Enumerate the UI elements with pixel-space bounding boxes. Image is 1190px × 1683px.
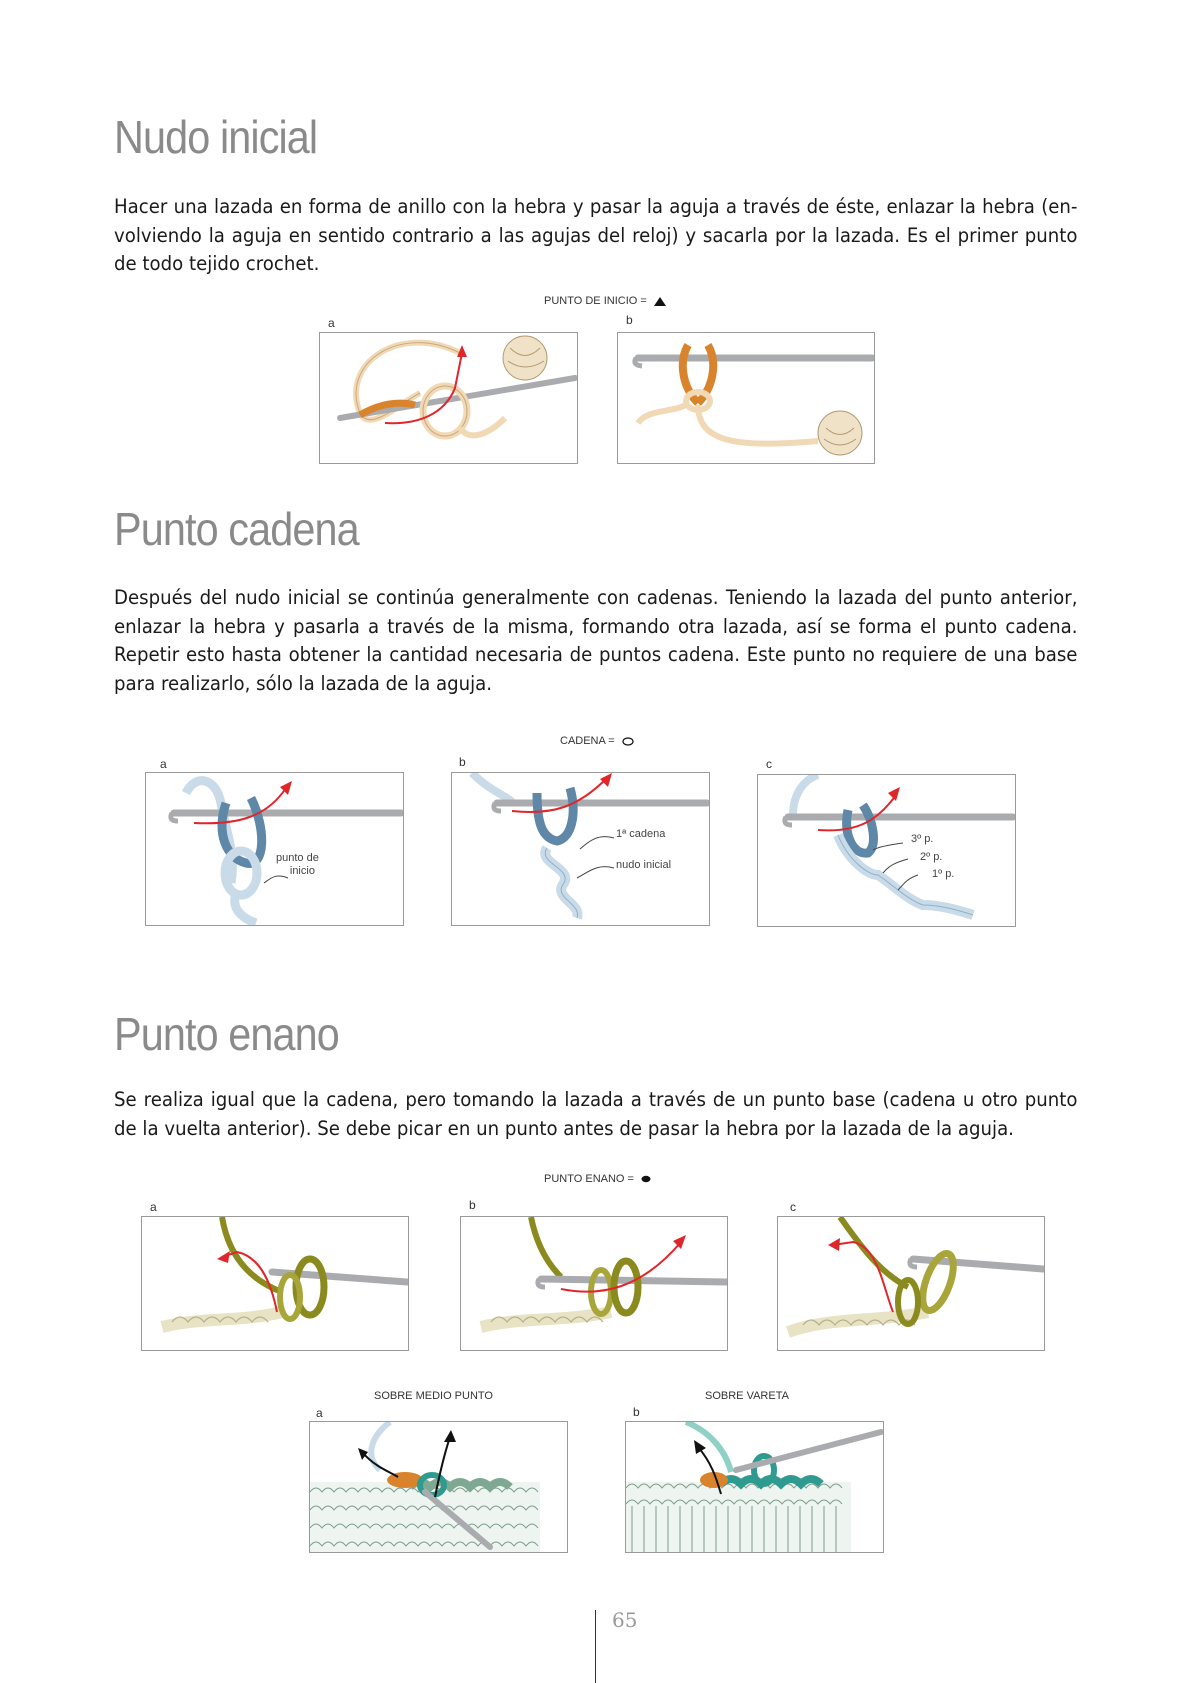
illustration-punto-enano-a <box>141 1216 409 1351</box>
illustration-punto-cadena-b <box>451 772 710 926</box>
label-3-p: 3º p. <box>911 833 934 845</box>
caption-sobre-medio-punto: SOBRE MEDIO PUNTO <box>374 1390 493 1402</box>
figure-letter: b <box>626 313 633 327</box>
caption-punto-enano: PUNTO ENANO = <box>544 1173 651 1185</box>
section-text-punto-enano: Se realiza igual que la cadena, pero tom… <box>114 1088 1078 1140</box>
label-line: punto de <box>276 852 319 864</box>
illustration-punto-cadena-a <box>145 772 404 926</box>
label-1a-cadena: 1ª cadena <box>616 828 666 840</box>
label-nudo-inicial: nudo inicial <box>616 859 672 871</box>
figure-letter: a <box>328 316 335 330</box>
label-line: inicio <box>289 865 315 877</box>
label-2-p: 2º p. <box>920 851 943 863</box>
filled-dot-icon <box>641 1175 651 1183</box>
section-title-nudo-inicial: Nudo inicial <box>114 111 318 163</box>
figure-letter: c <box>766 757 772 771</box>
caption-sobre-vareta: SOBRE VARETA <box>705 1390 789 1402</box>
figure-letter: b <box>459 755 466 769</box>
filled-triangle-icon <box>653 296 666 306</box>
label-1-p: 1º p. <box>932 868 955 880</box>
illustration-sobre-medio-punto <box>309 1421 568 1553</box>
section-text-nudo-inicial: Hacer una lazada en forma de anillo con … <box>114 195 1078 275</box>
caption-text: CADENA = <box>560 735 615 747</box>
illustration-punto-enano-c <box>777 1216 1045 1351</box>
figure-letter: b <box>469 1198 476 1212</box>
figure-letter: a <box>316 1406 323 1420</box>
illustration-punto-enano-b <box>460 1216 728 1351</box>
label-punto-de-inicio: punto de inicio <box>276 852 319 878</box>
figure-letter: b <box>633 1405 640 1419</box>
figure-letter: a <box>160 757 167 771</box>
section-text-punto-cadena: Después del nudo inicial se continúa gen… <box>114 586 1078 695</box>
figure-letter: c <box>790 1200 796 1214</box>
page-number: 65 <box>612 1608 638 1632</box>
illustration-nudo-inicial-b <box>617 332 875 464</box>
caption-cadena: CADENA = <box>560 735 634 747</box>
section-title-punto-enano: Punto enano <box>114 1008 340 1060</box>
illustration-punto-cadena-c <box>757 774 1016 927</box>
caption-text: PUNTO ENANO = <box>544 1173 634 1185</box>
section-title-punto-cadena: Punto cadena <box>114 503 360 555</box>
oval-outline-icon <box>622 736 634 746</box>
caption-punto-de-inicio: PUNTO DE INICIO = <box>544 295 666 307</box>
figure-letter: a <box>150 1200 157 1214</box>
caption-text: PUNTO DE INICIO = <box>544 295 647 307</box>
illustration-nudo-inicial-a <box>319 332 578 464</box>
page-divider <box>595 1610 596 1683</box>
illustration-sobre-vareta <box>625 1421 884 1553</box>
